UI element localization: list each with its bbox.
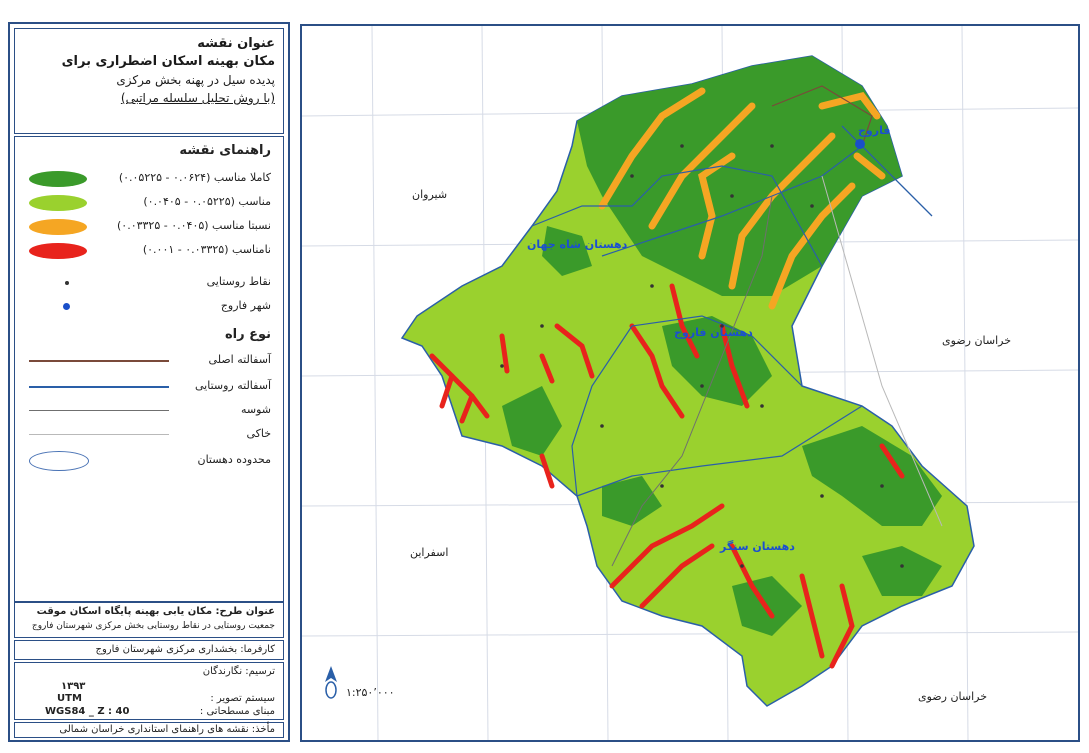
- place-label-west-lower: اسفراین: [410, 546, 449, 559]
- village-points: [500, 144, 904, 568]
- village-point-icon: [65, 281, 69, 285]
- year-text: ۱۳۹۳: [61, 681, 86, 692]
- district-label: دهستان سنگر: [720, 540, 795, 553]
- class-label-very-suitable: کاملا مناسب (۰.۰۶۲۴ - ۰.۰۵۲۲۵): [118, 171, 271, 184]
- district-label: دهستان شاه جهان: [527, 238, 628, 251]
- city-marker[interactable]: [855, 139, 865, 149]
- legend-road-row: شوسه: [23, 401, 275, 421]
- road-type-title: نوع راه: [224, 327, 271, 342]
- gravel-road-label: شوسه: [240, 403, 271, 416]
- city-point-icon: [63, 303, 70, 310]
- city-label: فاروج: [858, 124, 891, 137]
- project-credit: عنوان طرح: مکان یابی بهینه پایگاه اسکان …: [14, 602, 284, 638]
- prepared-by-text: ترسیم: نگارندگان: [202, 666, 275, 677]
- map-title-line-3: (با روش تحلیل سلسله مراتبی): [120, 91, 275, 105]
- legend-class-row: نسبتا مناسب (۰.۰۴۰۵ - ۰.۰۳۳۲۵): [23, 217, 275, 237]
- legend-road-row: آسفالته اصلی: [23, 351, 275, 371]
- place-label-east-lower: خراسان رضوی: [918, 690, 988, 703]
- main-road-label: آسفالته اصلی: [208, 353, 271, 366]
- district-label: دهستان فاروج: [674, 326, 753, 339]
- legend-road-row: آسفالته روستایی: [23, 377, 275, 397]
- dirt-road-line-icon: [29, 434, 169, 435]
- source-text: مأخذ: نقشه های راهنمای استانداری خراسان …: [59, 724, 275, 735]
- suitability-map: [302, 26, 1078, 740]
- source-block: مأخذ: نقشه های راهنمای استانداری خراسان …: [14, 722, 284, 738]
- rural-road-line-icon: [29, 386, 169, 388]
- class-swatch-very-suitable: [29, 171, 87, 187]
- client-block: کارفرما: بخشداری مرکزی شهرستان فاروج: [14, 640, 284, 660]
- legend-block: راهنمای نقشه کاملا مناسب (۰.۰۶۲۴ - ۰.۰۵۲…: [14, 136, 284, 602]
- datum-label: مبنای مسطحاتی :: [199, 706, 275, 717]
- scale-text: ۱:۲۵۰٬۰۰۰: [346, 686, 395, 699]
- class-label-fairly-suitable: نسبتا مناسب (۰.۰۴۰۵ - ۰.۰۳۳۲۵): [117, 219, 271, 232]
- legend-class-row: نامناسب (۰.۰۳۳۲۵ - ۰.۰۰۱): [23, 241, 275, 261]
- map-title-heading: عنوان نقشه: [197, 36, 275, 51]
- map-title-line-2: پدیده سیل در پهنه بخش مرکزی: [116, 73, 275, 87]
- legend-class-row: کاملا مناسب (۰.۰۶۲۴ - ۰.۰۵۲۲۵): [23, 169, 275, 189]
- legend-title: راهنمای نقشه: [179, 143, 271, 158]
- datum-value: WGS84 _ Z : 40: [45, 706, 130, 717]
- legend-panel: عنوان نقشه مکان بهینه اسکان اضطراری برای…: [8, 22, 290, 742]
- district-boundary-label: محدوده دهستان: [197, 453, 272, 466]
- gravel-road-line-icon: [29, 410, 169, 411]
- place-label-north-west: شیروان: [412, 188, 448, 201]
- village-point-label: نقاط روستایی: [206, 275, 271, 288]
- map-frame[interactable]: شیروان خراسان رضوی اسفراین خراسان رضوی ف…: [300, 24, 1080, 742]
- map-title-line-1: مکان بهینه اسکان اضطراری برای: [61, 54, 275, 69]
- class-label-suitable: مناسب (۰.۰۵۲۲۵ - ۰.۰۴۰۵): [143, 195, 271, 208]
- north-arrow-icon: [324, 666, 338, 700]
- class-label-unsuitable: نامناسب (۰.۰۳۳۲۵ - ۰.۰۰۱): [142, 243, 271, 256]
- place-label-east-upper: خراسان رضوی: [942, 334, 1012, 347]
- road-network: [601, 85, 943, 567]
- legend-point-row: شهر فاروج: [23, 297, 275, 317]
- main-road-line-icon: [29, 360, 169, 362]
- unsuitable-zones: [429, 283, 905, 669]
- city-point-label: شهر فاروج: [220, 299, 271, 312]
- district-boundaries: [531, 165, 863, 497]
- class-swatch-unsuitable: [29, 243, 87, 259]
- projection-value: UTM: [57, 693, 82, 704]
- class-swatch-fairly-suitable: [29, 219, 87, 235]
- prepared-block: ترسیم: نگارندگان ۱۳۹۳ سیستم تصویر : UTM …: [14, 662, 284, 720]
- client-text: کارفرما: بخشداری مرکزی شهرستان فاروج: [95, 644, 275, 655]
- dirt-road-label: خاکی: [246, 427, 271, 440]
- legend-class-row: مناسب (۰.۰۵۲۲۵ - ۰.۰۴۰۵): [23, 193, 275, 213]
- legend-point-row: نقاط روستایی: [23, 273, 275, 293]
- project-title: عنوان طرح: مکان یابی بهینه پایگاه اسکان …: [36, 606, 275, 617]
- rural-road-label: آسفالته روستایی: [195, 379, 271, 392]
- project-subtitle: جمعیت روستایی در نقاط روستایی بخش مرکزی …: [31, 621, 275, 631]
- projection-label: سیستم تصویر :: [210, 693, 275, 704]
- district-boundary-icon: [29, 451, 89, 471]
- class-swatch-suitable: [29, 195, 87, 211]
- title-block: عنوان نقشه مکان بهینه اسکان اضطراری برای…: [14, 28, 284, 134]
- legend-road-row: خاکی: [23, 425, 275, 445]
- legend-boundary-row: محدوده دهستان: [23, 451, 275, 471]
